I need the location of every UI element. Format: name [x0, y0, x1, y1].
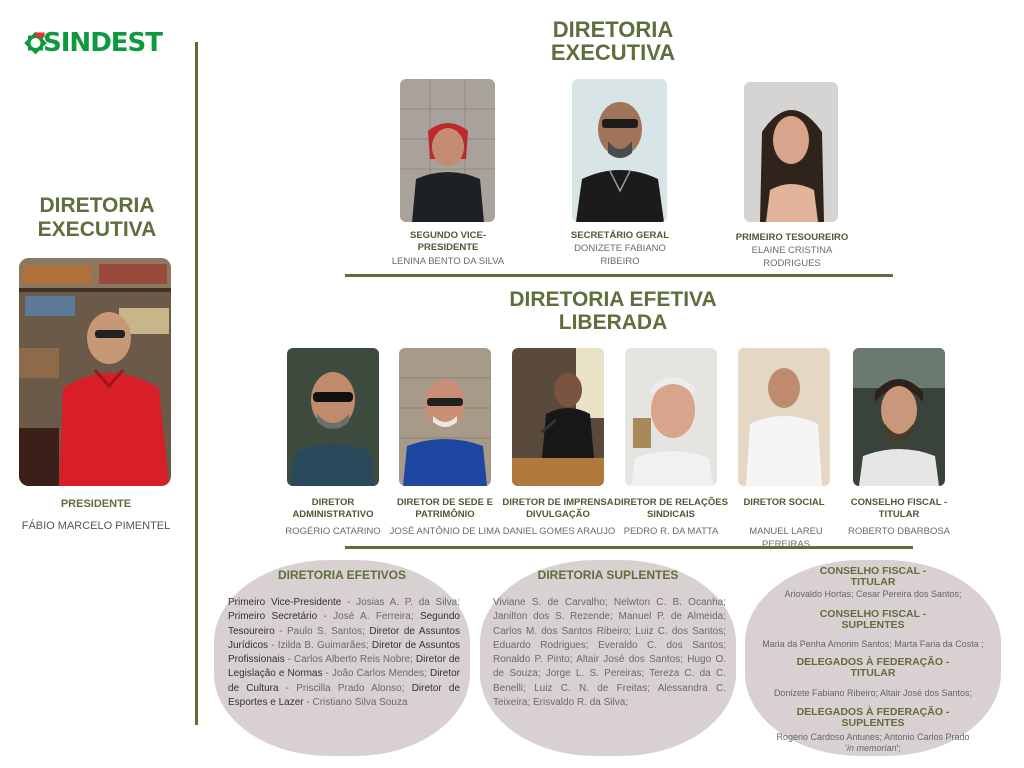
efetivos-role: Diretor de Legislação e Normas [228, 654, 460, 680]
efetivos-name: - Priscilla Prado Alonso; [278, 682, 412, 694]
member-photo [400, 79, 495, 222]
member-photo [572, 79, 667, 222]
efetivos-name: - Izilda B. Guimarães; [268, 639, 372, 651]
efetivos-name: - Cristiano Silva Souza [303, 697, 408, 709]
member-role: DIRETOR DE SEDE E PATRIMÔNIO [397, 497, 493, 520]
member-photo [625, 348, 717, 486]
efetivos-role: Diretor de Cultura [228, 668, 460, 694]
member-photo [512, 348, 604, 486]
member-photo [853, 348, 945, 486]
member-photo [738, 348, 830, 486]
deleg-suplentes-text-a: Rogerio Cardoso Antunes; Antonio Carlos … [776, 732, 970, 753]
member-name: JOSÉ ANTÔNIO DE LIMA [389, 526, 501, 537]
efetivos-role: Diretor de Assuntos Profissionais [228, 639, 461, 666]
sindest-emblem-icon [24, 31, 47, 55]
member-role: PRIMEIRO TESOUREIRO [735, 232, 849, 243]
member-role: SECRETÁRIO GERAL [570, 230, 670, 241]
logo-text: SINDEST [43, 28, 163, 58]
suplentes-list: Viviane S. de Carvalho; Nelwton C. B. Oc… [493, 597, 726, 709]
member-name: PEDRO R. DA MATTA [623, 526, 719, 537]
fiscal-suplentes-title: CONSELHO FISCAL - SUPLENTES [819, 608, 927, 631]
fiscal-titular-text: Ariovaldo Hortas; Cesar Pereira dos Sant… [784, 589, 962, 599]
member-role: DIRETOR DE IMPRENSA DIVULGAÇÃO [502, 497, 614, 520]
efetiva-title: DIRETORIA EFETIVA LIBERADA [509, 288, 717, 334]
member-role: DIRETOR SOCIAL [743, 497, 825, 508]
efetivos-name: - Carlos Alberto Reis Nobre; [284, 654, 416, 666]
member-role: DIRETOR ADMINISTRATIVO [292, 497, 374, 520]
efetivos-list: Primeiro Vice-Presidente - Josias A. P. … [228, 596, 460, 710]
efetivos-role: Primeiro Vice-Presidente [228, 597, 342, 608]
member-photo [287, 348, 379, 486]
deleg-titular-title: DELEGADOS À FEDERAÇÃO - TITULAR [796, 656, 950, 679]
member-role: CONSELHO FISCAL - TITULAR [850, 497, 948, 520]
member-name: MANUEL LAREU PEREIRAS [749, 526, 823, 550]
efetivos-role: Diretor de Esportes e Lazer [228, 682, 461, 709]
section-divider [345, 546, 913, 549]
fiscal-suplentes-text: Maria da Penha Amorim Santos; Marta Fari… [762, 639, 984, 649]
section-divider [345, 274, 893, 277]
efetivos-title: DIRETORIA EFETIVOS [277, 568, 406, 582]
member-name: LENINA BENTO DA SILVA [391, 256, 505, 267]
deleg-suplentes-text-b: '; [896, 743, 901, 753]
deleg-suplentes-text: Rogerio Cardoso Antunes; Antonio Carlos … [772, 732, 974, 754]
president-role: PRESIDENTE [60, 498, 132, 510]
member-role: SEGUNDO VICE-PRESIDENTE [409, 230, 486, 253]
member-photo [744, 82, 838, 222]
vertical-divider [195, 42, 198, 725]
president-photo [19, 258, 171, 486]
conselho-panel [745, 560, 1001, 756]
efetivos-role: Segundo Tesoureiro [228, 611, 460, 637]
suplentes-panel [480, 560, 736, 756]
deleg-titular-text: Donizete Fabiano Ribeiro; Altair José do… [773, 688, 973, 698]
member-role: DIRETOR DE RELAÇÕES SINDICAIS [614, 497, 728, 520]
efetivos-name: - José A. Ferreira; [317, 611, 420, 623]
member-name: ELAINE CRISTINA RODRIGUES [751, 245, 833, 269]
executiva-title: DIRETORIA EXECUTIVA [550, 17, 676, 65]
efetivos-name: - Josias A. P. da Silva; [341, 597, 460, 608]
efetivos-role: Diretor de Assuntos Jurídicos [228, 625, 460, 651]
efetivos-name: - Paulo S. Santos; [274, 625, 370, 637]
deleg-suplentes-text-em: in memorian [846, 743, 897, 753]
member-photo [399, 348, 491, 486]
sindest-logo: SINDEST [22, 16, 163, 70]
member-name: DANIEL GOMES ARAUJO [502, 526, 616, 537]
member-name: DONIZETE FABIANO RIBEIRO [574, 243, 666, 267]
efetivos-name: - João Carlos Mendes; [322, 668, 430, 680]
fiscal-titular-title: CONSELHO FISCAL - TITULAR [819, 565, 927, 588]
member-name: ROGÉRIO CATARINO [285, 526, 381, 537]
efetivos-panel [214, 560, 470, 756]
efetivos-role: Primeiro Secretário [228, 611, 318, 623]
member-name: ROBERTO DBARBOSA [847, 526, 951, 537]
left-section-title: DIRETORIA EXECUTIVA [37, 194, 157, 241]
deleg-suplentes-title: DELEGADOS À FEDERAÇÃO - SUPLENTES [796, 706, 950, 729]
suplentes-title: DIRETORIA SUPLENTES [537, 568, 679, 582]
president-name: FÁBIO MARCELO PIMENTEL [21, 520, 171, 532]
